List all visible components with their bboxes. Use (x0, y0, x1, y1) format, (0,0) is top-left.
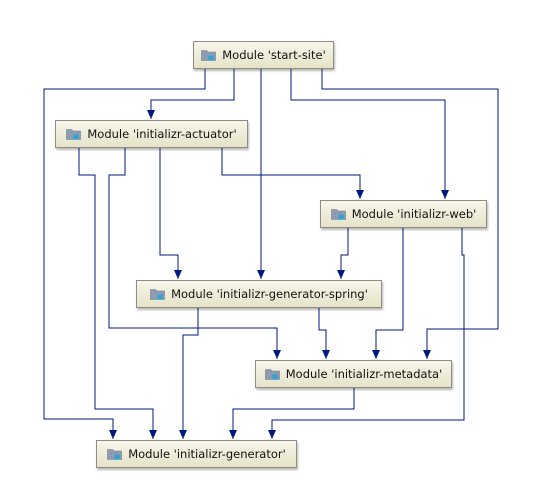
module-icon (330, 209, 346, 220)
node-start-site[interactable]: Module 'start-site' (193, 41, 334, 69)
node-initializr-web[interactable]: Module 'initializr-web' (320, 200, 487, 228)
edge-web-to-metadata (372, 228, 404, 359)
node-label: Module 'initializr-metadata' (285, 367, 443, 381)
edge-arrowhead (174, 270, 182, 279)
edge-line (321, 69, 499, 359)
edge-arrowhead (441, 190, 449, 199)
node-initializr-generator-spring[interactable]: Module 'initializr-generator-spring' (136, 280, 382, 308)
edge-arrowhead (179, 430, 187, 439)
module-icon (150, 289, 165, 300)
edge-actuator-to-generator-spring (159, 148, 182, 279)
module-icon (264, 369, 280, 380)
edge-line (232, 388, 355, 439)
edge-start-site-to-generator-spring (257, 69, 265, 279)
edge-line (182, 308, 199, 439)
edge-line (318, 308, 327, 359)
edge-line (375, 228, 404, 359)
node-initializr-actuator[interactable]: Module 'initializr-actuator' (55, 120, 248, 148)
edge-line (290, 69, 446, 199)
edge-arrowhead (149, 430, 157, 439)
edge-line (221, 148, 361, 199)
edge-actuator-to-metadata (108, 148, 281, 359)
node-initializr-generator[interactable]: Module 'initializr-generator' (96, 440, 297, 468)
module-icon (201, 50, 217, 61)
node-label: Module 'initializr-generator' (128, 447, 286, 461)
edge-line (78, 148, 154, 439)
edge-arrowhead (356, 190, 364, 199)
edge-line (43, 69, 206, 439)
edge-arrowhead (229, 430, 237, 439)
edge-generator-spring-to-metadata (318, 308, 330, 359)
edge-line (150, 69, 235, 119)
node-initializr-metadata[interactable]: Module 'initializr-metadata' (255, 360, 452, 388)
module-icon (107, 449, 123, 460)
edge-metadata-to-generator (229, 388, 355, 439)
node-label: Module 'initializr-actuator' (87, 127, 237, 141)
edge-start-site-to-web (290, 69, 449, 199)
edge-arrowhead (257, 270, 265, 279)
edge-line (159, 148, 179, 279)
edge-line (108, 148, 278, 359)
edge-arrowhead (109, 430, 117, 439)
edge-arrowhead (268, 430, 276, 439)
edge-start-site-to-actuator (147, 69, 235, 119)
node-label: Module 'start-site' (222, 48, 326, 62)
edge-arrowhead (372, 350, 380, 359)
module-icon (66, 129, 82, 140)
edge-arrowhead (273, 350, 281, 359)
edge-generator-spring-to-generator (179, 308, 199, 439)
edge-start-site-to-metadata (321, 69, 499, 359)
edge-arrowhead (322, 350, 330, 359)
node-label: Module 'initializr-web' (351, 207, 477, 221)
edge-web-to-generator (268, 228, 465, 439)
edge-actuator-to-generator (78, 148, 157, 439)
edge-actuator-to-web (221, 148, 364, 199)
edge-start-site-to-generator (43, 69, 206, 439)
node-label: Module 'initializr-generator-spring' (171, 287, 368, 301)
edge-web-to-generator-spring (337, 228, 349, 279)
edge-arrowhead (423, 350, 431, 359)
edge-arrowhead (337, 270, 345, 279)
edge-arrowhead (147, 110, 155, 119)
edge-line (340, 228, 349, 279)
edge-line (271, 228, 465, 439)
